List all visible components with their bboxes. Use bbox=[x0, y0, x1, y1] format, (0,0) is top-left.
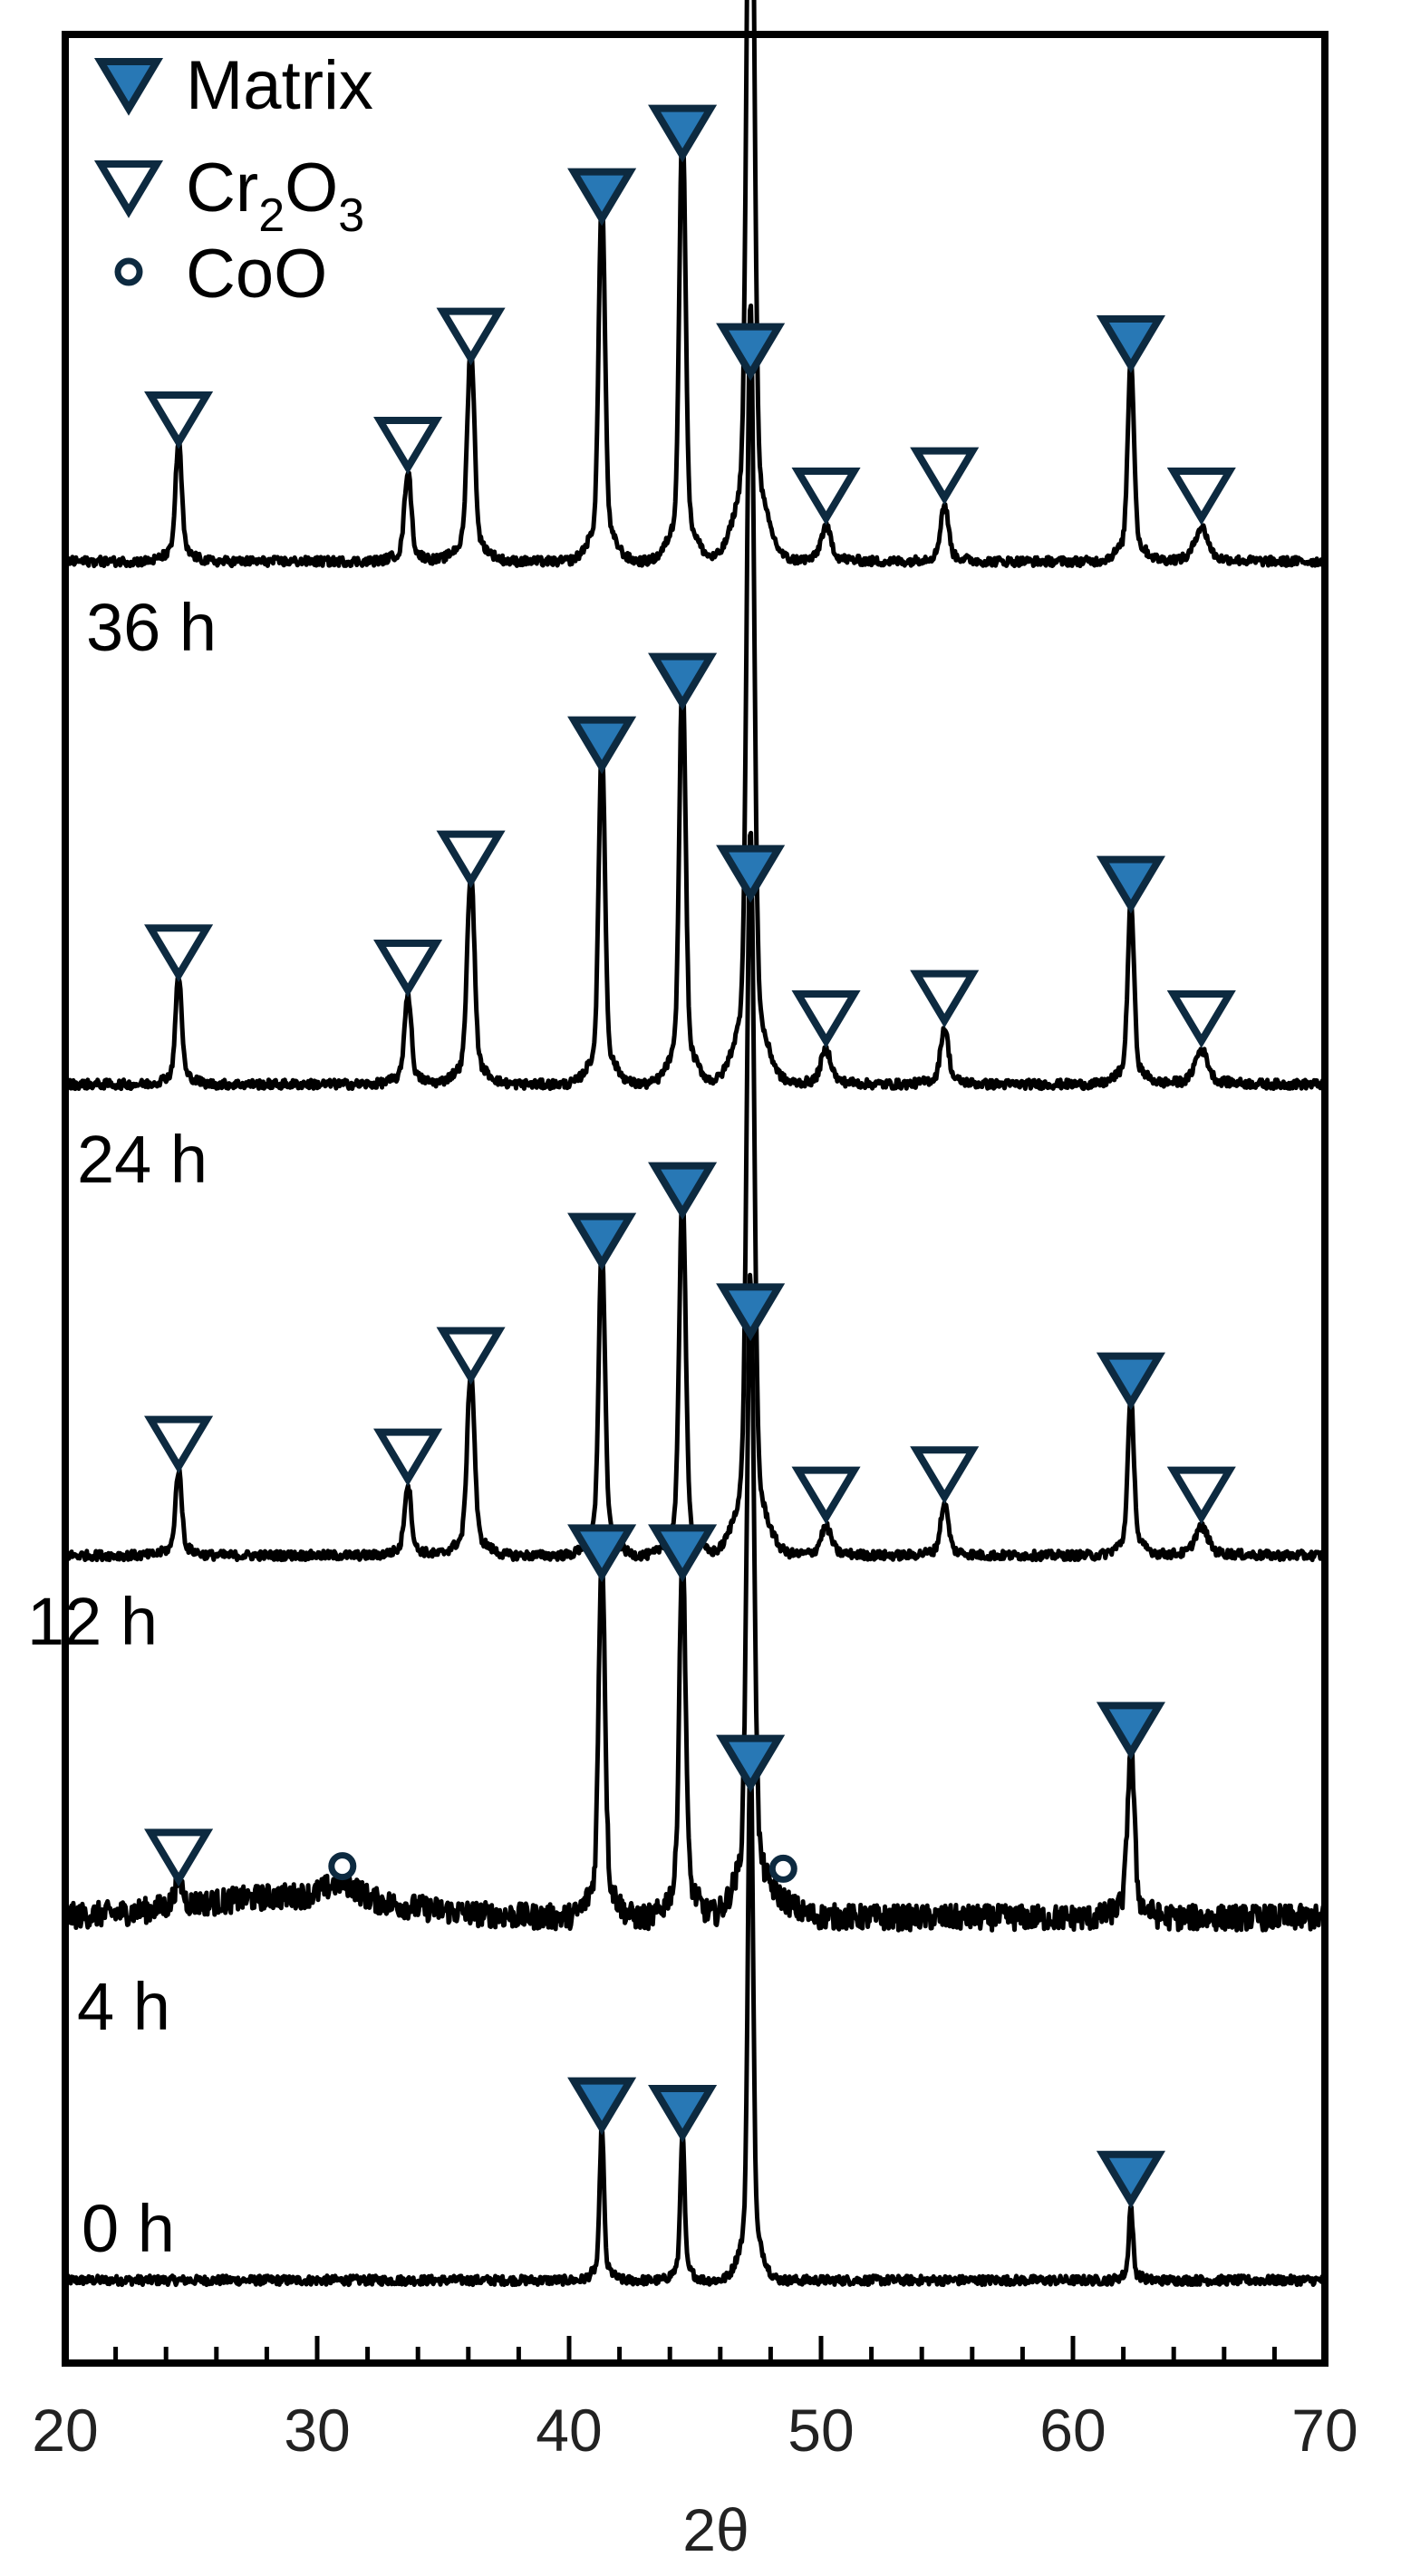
pattern-36h: 36 h bbox=[63, 0, 1328, 665]
legend-label-matrix: Matrix bbox=[186, 47, 373, 124]
pattern-24h: 24 h bbox=[63, 304, 1327, 1197]
marker-coo-1-5 bbox=[768, 1854, 797, 1883]
marker-cr2o3-4-2 bbox=[436, 307, 506, 366]
marker-cr2o3-4-7 bbox=[910, 447, 980, 506]
pattern-line-0h bbox=[63, 1741, 1327, 2288]
marker-cr2o3-4-1 bbox=[373, 417, 443, 475]
legend-matrix-icon bbox=[93, 58, 164, 116]
marker-cr2o3-3-1 bbox=[373, 940, 443, 998]
marker-cr2o3-3-6 bbox=[791, 990, 861, 1048]
marker-matrix-0-0 bbox=[567, 2077, 637, 2136]
plot-frame bbox=[62, 31, 1329, 2367]
legend-cr2o3-icon bbox=[93, 160, 164, 218]
marker-cr2o3-3-0 bbox=[144, 924, 214, 983]
marker-cr2o3-3-2 bbox=[436, 830, 506, 889]
x-tick-label: 70 bbox=[1291, 2397, 1358, 2464]
marker-matrix-4-8 bbox=[1096, 315, 1165, 373]
marker-matrix-2-8 bbox=[1096, 1352, 1165, 1411]
marker-matrix-3-8 bbox=[1096, 855, 1165, 914]
sample-label-24h: 24 h bbox=[77, 1122, 208, 1197]
pattern-4h: 4 h bbox=[63, 1272, 1328, 2044]
marker-cr2o3-3-7 bbox=[910, 970, 980, 1028]
sample-label-0h: 0 h bbox=[82, 2191, 175, 2266]
marker-cr2o3-4-6 bbox=[791, 468, 861, 526]
pattern-0h: 0 h bbox=[63, 1741, 1327, 2288]
legend-label-coo: CoO bbox=[186, 236, 327, 313]
x-axis: 20 30 40 50 60 70 bbox=[32, 2336, 1358, 2464]
marker-matrix-3-3 bbox=[567, 716, 637, 775]
marker-matrix-2-4 bbox=[648, 1162, 718, 1220]
pattern-panels: 0 h 4 h 12 h 24 h 36 h bbox=[27, 0, 1329, 2367]
x-tick-label: 20 bbox=[32, 2397, 98, 2464]
marker-matrix-1-2 bbox=[567, 1524, 637, 1583]
sample-label-12h: 12 h bbox=[27, 1584, 158, 1659]
marker-matrix-3-5 bbox=[716, 323, 786, 381]
marker-matrix-2-3 bbox=[567, 1212, 637, 1271]
marker-cr2o3-2-9 bbox=[1166, 1466, 1236, 1525]
marker-cr2o3-3-9 bbox=[1166, 990, 1236, 1048]
pattern-line-36h bbox=[63, 0, 1328, 569]
x-tick-label: 40 bbox=[536, 2397, 602, 2464]
marker-matrix-0-2 bbox=[716, 1734, 786, 1793]
phase-markers bbox=[144, 104, 1236, 2209]
sample-label-36h: 36 h bbox=[86, 590, 217, 665]
legend-coo-icon bbox=[114, 257, 143, 286]
marker-cr2o3-2-6 bbox=[791, 1466, 861, 1525]
x-axis-title: 2θ bbox=[682, 2496, 749, 2563]
marker-matrix-4-3 bbox=[567, 168, 637, 227]
marker-matrix-0-1 bbox=[648, 2085, 718, 2143]
x-tick-label: 60 bbox=[1039, 2397, 1106, 2464]
pattern-line-24h bbox=[63, 304, 1327, 1092]
x-tick-label: 50 bbox=[787, 2397, 854, 2464]
marker-matrix-4-4 bbox=[648, 104, 718, 163]
legend-label-cr2o3: Cr2O3 bbox=[186, 150, 364, 242]
marker-matrix-3-4 bbox=[648, 652, 718, 711]
x-tick-label: 30 bbox=[284, 2397, 350, 2464]
pattern-line-4h bbox=[63, 1272, 1328, 1933]
marker-cr2o3-2-0 bbox=[144, 1415, 214, 1474]
marker-matrix-2-5 bbox=[716, 844, 786, 903]
marker-matrix-0-3 bbox=[1096, 2150, 1165, 2209]
marker-cr2o3-2-2 bbox=[436, 1327, 506, 1385]
marker-matrix-1-6 bbox=[1096, 1702, 1165, 1761]
marker-cr2o3-4-0 bbox=[144, 391, 214, 449]
marker-cr2o3-2-1 bbox=[373, 1428, 443, 1487]
marker-cr2o3-2-7 bbox=[910, 1446, 980, 1505]
marker-matrix-1-4 bbox=[716, 1283, 786, 1342]
marker-coo-1-1 bbox=[328, 1852, 357, 1881]
marker-cr2o3-4-9 bbox=[1166, 468, 1236, 526]
marker-cr2o3-1-0 bbox=[144, 1828, 214, 1887]
marker-matrix-1-3 bbox=[648, 1524, 718, 1583]
sample-label-4h: 4 h bbox=[77, 1969, 170, 2044]
